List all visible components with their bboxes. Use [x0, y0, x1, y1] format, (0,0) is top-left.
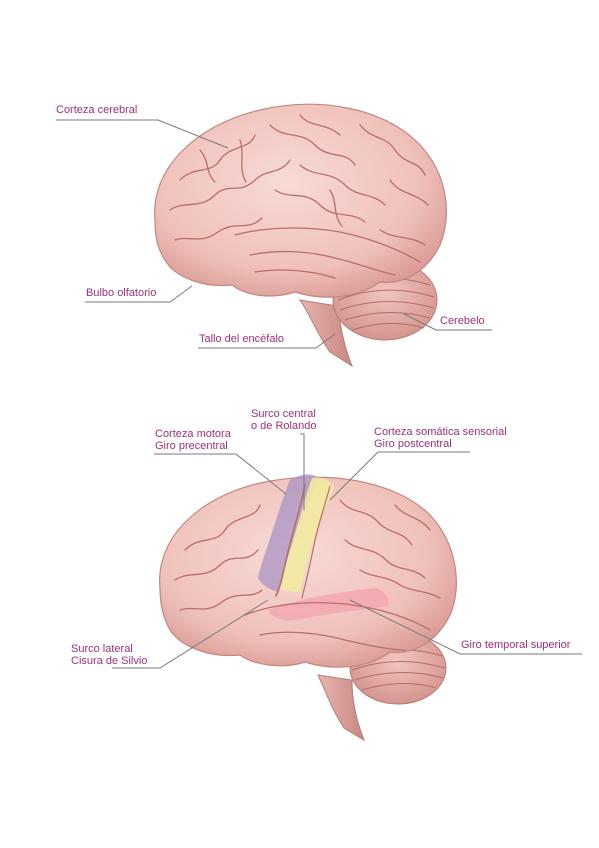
leader-lateral-sulcus: [112, 599, 269, 669]
sensory-cortex-region: [280, 477, 334, 592]
motor-cortex-region: [258, 474, 318, 592]
label-lateral-sulcus-line1: Surco lateral: [71, 643, 133, 655]
figure1-leader-lines: [56, 119, 492, 349]
label-lateral-sulcus-line2: Cisura de Silvio: [71, 655, 148, 667]
label-brainstem: Tallo del encéfalo: [199, 333, 284, 345]
leader-motor-cortex: [154, 453, 287, 495]
leader-central-sulcus: [300, 433, 305, 510]
label-central-sulcus-line2: o de Rolando: [251, 420, 317, 432]
leader-superior-temporal-gyrus: [349, 599, 582, 655]
label-central-sulcus-line1: Surco central: [251, 408, 316, 420]
leader-olfactory-bulb: [85, 285, 193, 303]
label-motor-cortex: Corteza motora Giro precentral: [155, 428, 231, 452]
brain-lateral-view: [56, 103, 492, 368]
label-cerebral-cortex-text: Corteza cerebral: [56, 104, 138, 116]
label-cerebral-cortex: Corteza cerebral: [56, 104, 137, 116]
label-motor-cortex-line2: Giro precentral: [155, 440, 228, 452]
label-lateral-sulcus: Surco lateral Cisura de Silvio: [71, 643, 147, 667]
leader-cerebral-cortex: [56, 119, 229, 149]
brain-functional-areas: [112, 433, 582, 742]
gyri-pattern: [169, 114, 429, 279]
label-superior-temporal-gyrus-text: Giro temporal superior: [461, 639, 571, 651]
label-cerebellum: Cerebelo: [440, 315, 485, 327]
label-olfactory-bulb: Bulbo olfatorio: [86, 287, 156, 299]
gyri-pattern-2: [174, 484, 441, 651]
brainstem-shape-2: [317, 674, 366, 742]
label-sensory-cortex: Corteza somática sensorial Giro postcent…: [374, 426, 507, 450]
leader-brainstem: [198, 333, 336, 349]
figure2-leader-lines: [112, 433, 582, 669]
leader-cerebellum: [403, 313, 492, 331]
label-brainstem-text: Tallo del encéfalo: [199, 333, 285, 345]
label-sensory-cortex-line2: Giro postcentral: [374, 438, 452, 450]
cerebrum-shape: [154, 103, 447, 298]
label-central-sulcus: Surco central o de Rolando: [251, 408, 316, 432]
label-motor-cortex-line1: Corteza motora: [155, 428, 231, 440]
leader-sensory-cortex: [329, 451, 470, 501]
label-superior-temporal-gyrus: Giro temporal superior: [461, 639, 570, 651]
label-cerebellum-text: Cerebelo: [440, 315, 485, 327]
label-sensory-cortex-line1: Corteza somática sensorial: [374, 426, 507, 438]
superior-temporal-gyrus-region: [268, 588, 389, 621]
label-olfactory-bulb-text: Bulbo olfatorio: [86, 287, 157, 299]
